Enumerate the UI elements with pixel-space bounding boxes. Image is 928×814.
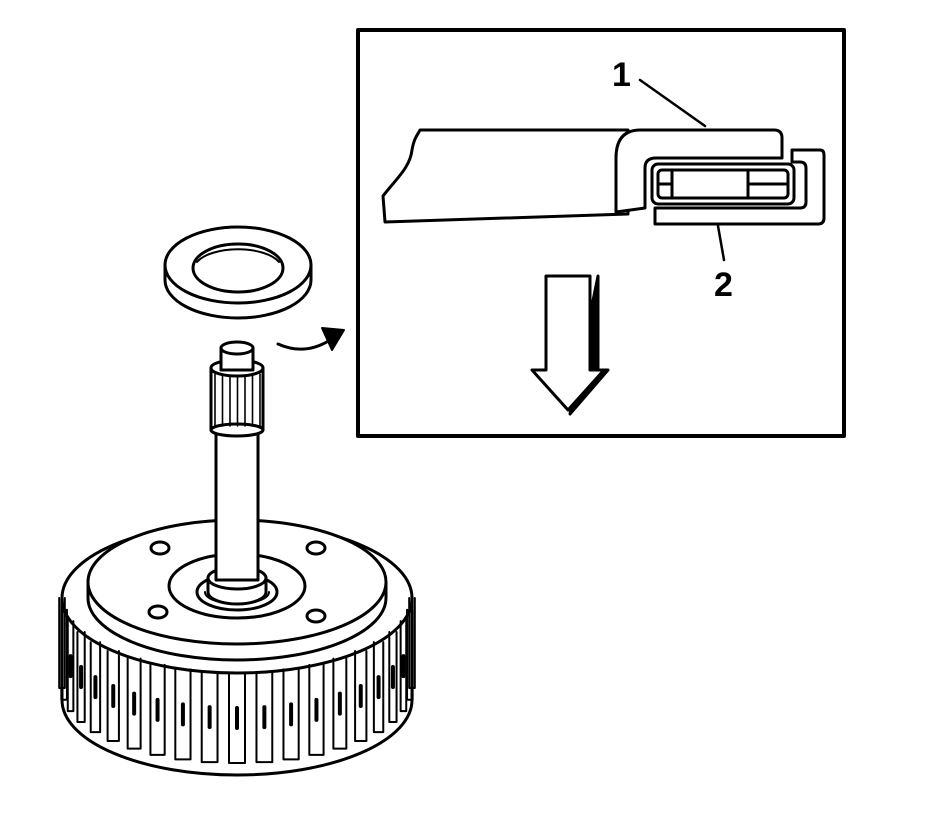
gear-tooth [58, 597, 66, 689]
gear-tooth [126, 657, 142, 750]
bolt-hole [305, 608, 327, 624]
callout-1: 1 [612, 56, 631, 94]
seal-washer [163, 225, 313, 320]
gear-tooth [372, 641, 385, 734]
gear-tooth [308, 663, 325, 756]
leader-line-2 [716, 224, 726, 262]
detail-inset: 1 2 [356, 28, 846, 438]
arrow-down-icon [530, 274, 610, 416]
gear-teeth [58, 597, 416, 764]
gear-tooth [388, 631, 398, 724]
retainer-section [653, 148, 826, 226]
callout-2: 2 [714, 266, 733, 304]
bolt-hole [149, 540, 171, 556]
inset-frame [356, 28, 846, 438]
input-shaft [206, 340, 268, 606]
gear-tooth [174, 668, 192, 761]
gear-tooth [60, 608, 68, 701]
leader-line-1 [638, 78, 707, 128]
gear-tooth [282, 668, 300, 761]
bolt-hole [305, 540, 327, 556]
gear-tooth [332, 657, 348, 750]
gear-tooth [255, 671, 274, 764]
shaft-section [381, 128, 630, 224]
gear-tooth [228, 672, 246, 764]
gear-tooth [106, 650, 120, 743]
curved-arrow-icon [276, 327, 345, 351]
bolt-hole [147, 604, 169, 620]
gear-tooth [76, 631, 86, 724]
shaft-splines [214, 373, 261, 427]
seal-ring-section [614, 128, 784, 214]
gear-tooth [200, 671, 219, 764]
gear-tooth [149, 663, 166, 756]
gear-tooth [89, 641, 102, 734]
gear-tooth [399, 620, 408, 713]
gear-tooth [354, 650, 368, 743]
seal-core [670, 168, 750, 200]
